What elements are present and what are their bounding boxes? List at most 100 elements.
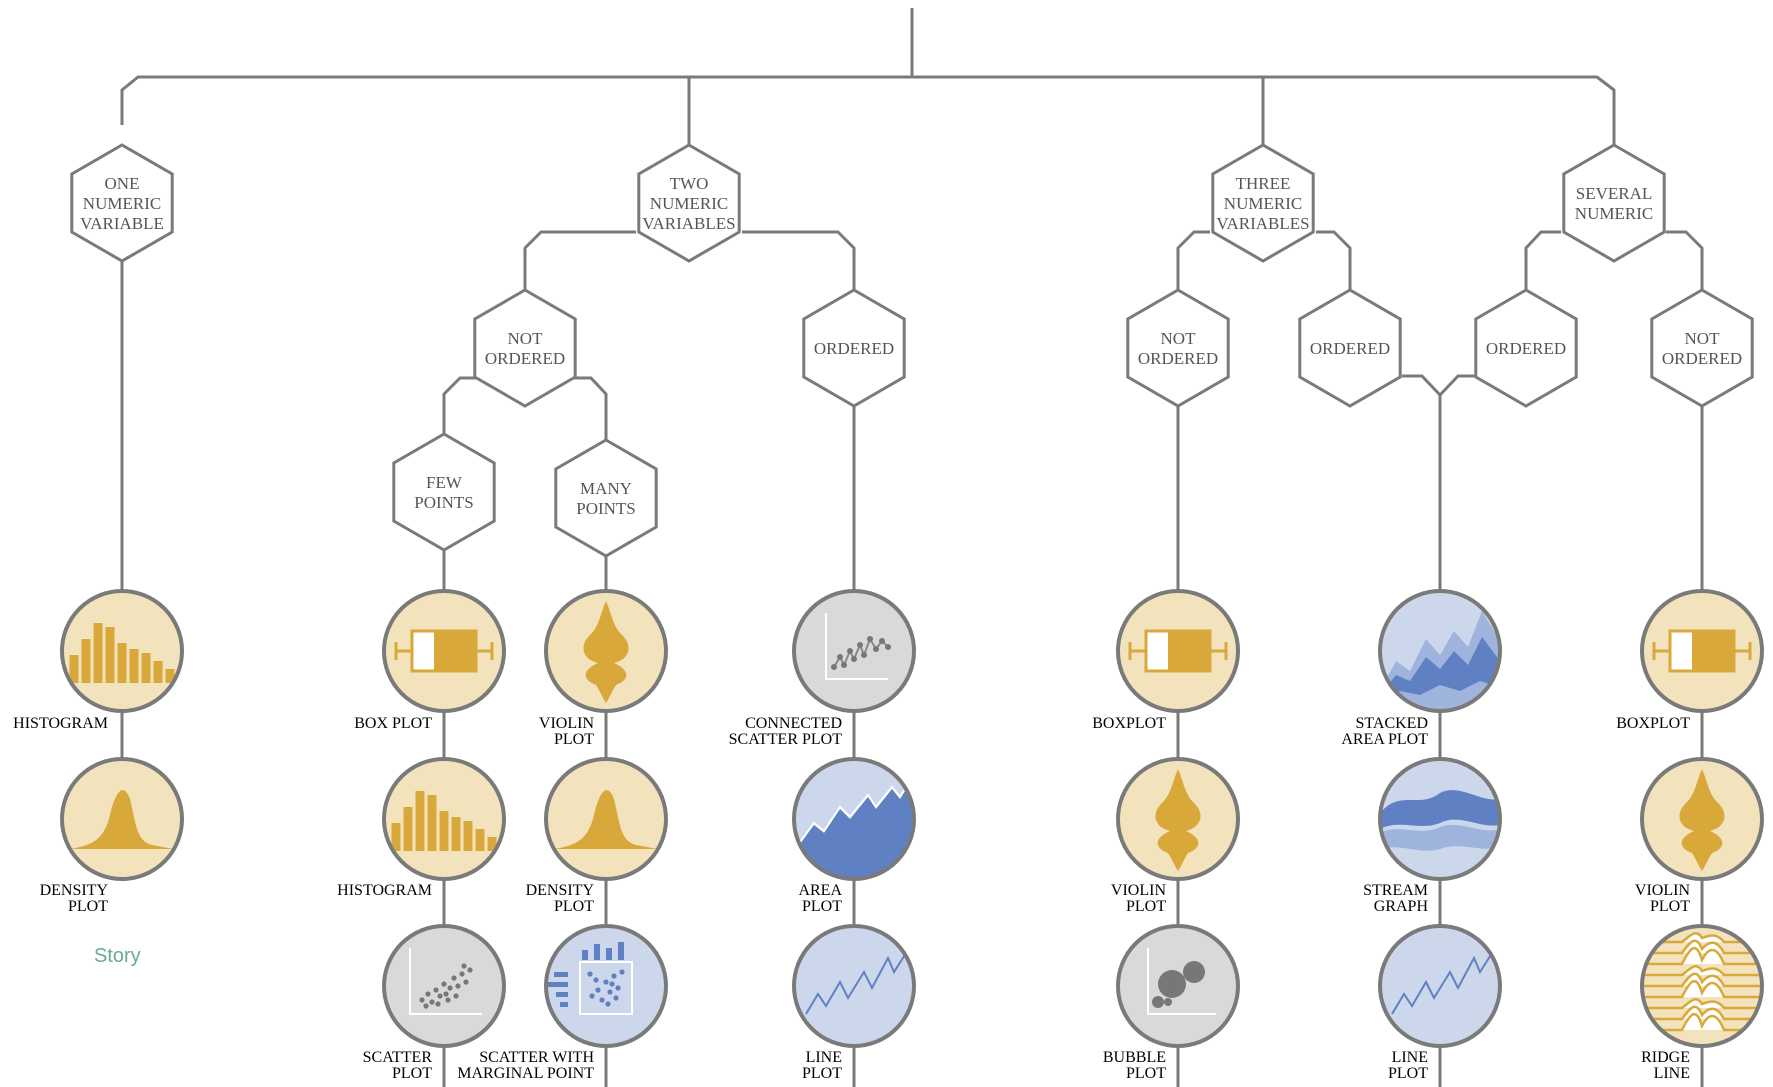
- node-label: NUMERIC: [83, 194, 161, 213]
- node-label: ONE: [105, 174, 140, 193]
- connected-scatter-icon[interactable]: [792, 589, 916, 713]
- label-boxplot-several: BOXPLOT: [1616, 716, 1690, 732]
- label-line: LINE: [805, 1049, 842, 1066]
- category-nodes: ONENUMERICVARIABLETWONUMERICVARIABLESTHR…: [70, 143, 1754, 558]
- area-plot-icon[interactable]: [792, 757, 916, 881]
- node-label: THREE: [1236, 174, 1291, 193]
- density-1-icon[interactable]: [60, 757, 184, 881]
- node-label: TWO: [670, 174, 709, 193]
- connector-lines: [120, 8, 1704, 1087]
- scatter-few-icon[interactable]: [382, 924, 506, 1048]
- node-label: NUMERIC: [650, 194, 728, 213]
- label-line: AREA PLOT: [1341, 731, 1428, 748]
- label-line: PLOT: [802, 898, 842, 915]
- node-label: ORDERED: [485, 349, 565, 368]
- line-plot-3-icon[interactable]: [1378, 924, 1502, 1048]
- node-several-ordered: ORDERED: [1474, 288, 1578, 408]
- label-line: BOXPLOT: [1616, 715, 1690, 732]
- node-label: ORDERED: [1662, 349, 1742, 368]
- node-label: VARIABLES: [642, 214, 735, 233]
- density-many-icon[interactable]: [544, 757, 668, 881]
- label-line: PLOT: [1650, 898, 1690, 915]
- node-label: NUMERIC: [1224, 194, 1302, 213]
- label-line: PLOT: [1126, 898, 1166, 915]
- label-line: STREAM: [1363, 882, 1428, 899]
- boxplot-several-icon[interactable]: [1640, 589, 1764, 713]
- label-line: SCATTER: [362, 1049, 432, 1066]
- stacked-area-icon[interactable]: [1378, 589, 1502, 713]
- label-line: GRAPH: [1373, 898, 1428, 915]
- label-line: VIOLIN: [538, 715, 594, 732]
- node-label: ORDERED: [1138, 349, 1218, 368]
- label-line: HISTOGRAM: [13, 715, 108, 732]
- histogram-1-icon[interactable]: [60, 589, 184, 713]
- label-line: LINE: [1391, 1049, 1428, 1066]
- node-label: SEVERAL: [1576, 184, 1653, 203]
- story-link[interactable]: Story: [94, 945, 141, 967]
- node-label: MANY: [580, 479, 632, 498]
- node-label: NUMERIC: [1575, 204, 1653, 223]
- violin-several-icon[interactable]: [1640, 757, 1764, 881]
- label-line: PLOT: [392, 1065, 432, 1082]
- label-line: PLOT: [554, 731, 594, 748]
- node-label: NOT: [508, 329, 544, 348]
- node-three-ordered: ORDERED: [1298, 288, 1402, 408]
- label-line: AREA: [798, 882, 842, 899]
- label-line: BOX PLOT: [354, 715, 432, 732]
- node-label: ORDERED: [1486, 339, 1566, 358]
- node-label: ORDERED: [814, 339, 894, 358]
- histogram-few-icon[interactable]: [382, 757, 506, 881]
- label-line: MARGINAL POINT: [457, 1065, 594, 1082]
- scatter-marginal-icon[interactable]: [544, 924, 668, 1048]
- label-line: SCATTER WITH: [479, 1049, 594, 1066]
- line-plot-2-icon[interactable]: [792, 924, 916, 1048]
- node-label: NOT: [1685, 329, 1721, 348]
- label-line: SCATTER PLOT: [728, 731, 842, 748]
- label-line: PLOT: [1126, 1065, 1166, 1082]
- node-label: POINTS: [576, 499, 636, 518]
- label-line: HISTOGRAM: [337, 882, 432, 899]
- node-label: NOT: [1161, 329, 1197, 348]
- label-boxplot-few: BOX PLOT: [354, 716, 432, 732]
- label-line: BOXPLOT: [1092, 715, 1166, 732]
- boxplot-few-icon[interactable]: [382, 589, 506, 713]
- boxplot-three-icon[interactable]: [1116, 589, 1240, 713]
- node-label: VARIABLES: [1216, 214, 1309, 233]
- violin-many-icon[interactable]: [544, 589, 668, 713]
- node-label: ORDERED: [1310, 339, 1390, 358]
- node-label: FEW: [426, 473, 463, 492]
- label-line: DENSITY: [525, 882, 594, 899]
- node-two-ordered: ORDERED: [802, 288, 906, 408]
- violin-three-icon[interactable]: [1116, 757, 1240, 881]
- ridge-line-icon[interactable]: [1640, 924, 1764, 1048]
- label-line: BUBBLE: [1102, 1049, 1166, 1066]
- bubble-plot-icon[interactable]: [1116, 924, 1240, 1048]
- label-histogram-few: HISTOGRAM: [337, 883, 432, 899]
- label-boxplot-three: BOXPLOT: [1092, 716, 1166, 732]
- label-line: PLOT: [554, 898, 594, 915]
- label-line: CONNECTED: [745, 715, 842, 732]
- stream-graph-icon[interactable]: [1378, 757, 1502, 881]
- label-line: VIOLIN: [1110, 882, 1166, 899]
